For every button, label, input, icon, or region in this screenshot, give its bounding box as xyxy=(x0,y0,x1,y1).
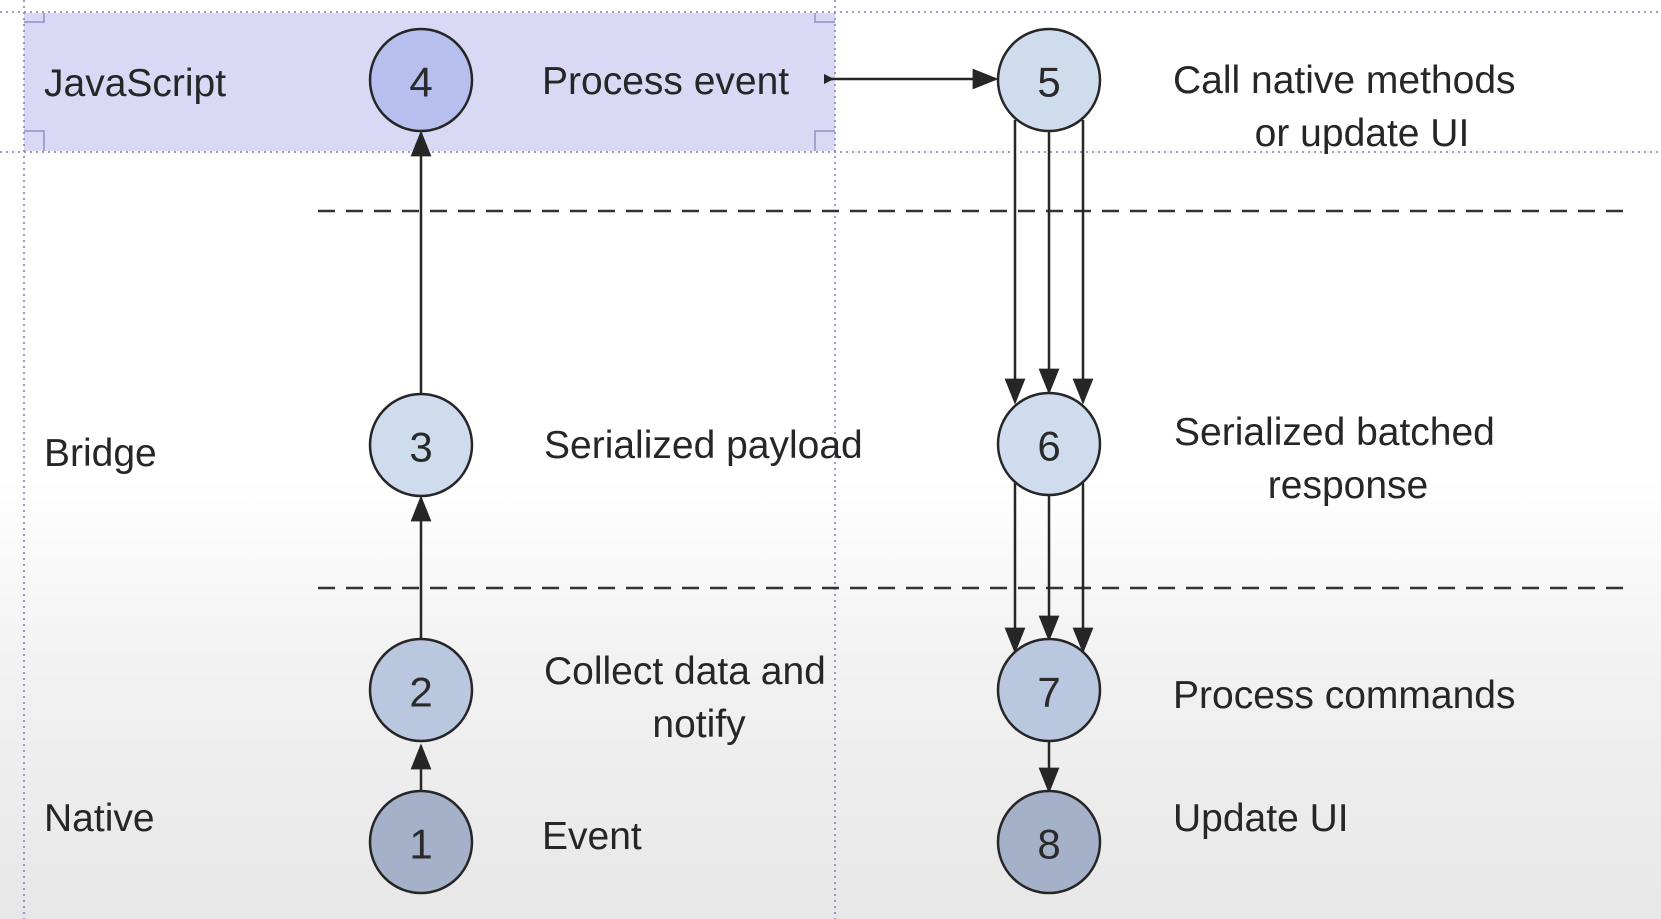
step-label-6-line2: response xyxy=(1268,464,1428,507)
step-node-6: 6 xyxy=(996,391,1102,497)
svg-text:1: 1 xyxy=(409,821,432,868)
step-label-2-line1: Collect data and xyxy=(544,650,826,693)
step-node-5: 5 xyxy=(996,27,1102,133)
svg-text:6: 6 xyxy=(1037,423,1060,470)
step-label-5-line2: or update UI xyxy=(1255,112,1470,155)
svg-text:5: 5 xyxy=(1037,59,1060,106)
layer-label-native: Native xyxy=(44,797,155,840)
step-label-7: Process commands xyxy=(1173,674,1515,717)
step-label-8: Update UI xyxy=(1173,797,1349,840)
step-node-3: 3 xyxy=(368,392,474,498)
svg-text:3: 3 xyxy=(409,424,432,471)
svg-text:8: 8 xyxy=(1037,821,1060,868)
step-label-1: Event xyxy=(542,815,642,858)
selection-corners xyxy=(24,13,835,151)
step-node-4: 4 xyxy=(368,27,474,133)
step-label-3: Serialized payload xyxy=(544,424,863,467)
step-label-4: Process event xyxy=(542,60,789,103)
svg-text:2: 2 xyxy=(409,669,432,716)
layer-label-javascript: JavaScript xyxy=(44,62,226,105)
step-node-1: 1 xyxy=(368,789,474,895)
step-node-2: 2 xyxy=(368,637,474,743)
step-label-6-line1: Serialized batched xyxy=(1174,411,1495,454)
step-label-5-line1: Call native methods xyxy=(1173,59,1516,102)
step-node-7: 7 xyxy=(996,637,1102,743)
svg-text:4: 4 xyxy=(409,59,432,106)
step-node-8: 8 xyxy=(996,789,1102,895)
svg-text:7: 7 xyxy=(1037,669,1060,716)
step-label-2-line2: notify xyxy=(652,703,746,746)
layer-label-bridge: Bridge xyxy=(44,432,157,475)
